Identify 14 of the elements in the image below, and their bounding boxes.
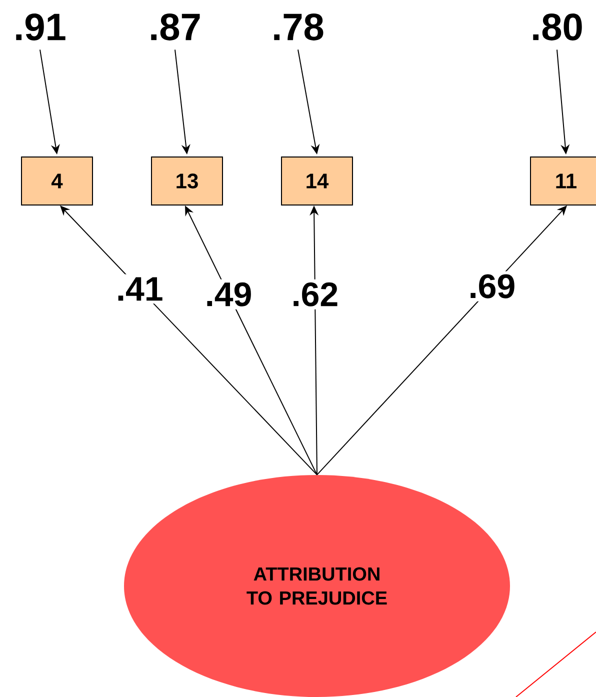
indicator-box: 4 — [21, 156, 93, 206]
indicator-box: 11 — [530, 156, 596, 206]
edge-label: .69 — [465, 271, 519, 302]
error-value: .80 — [533, 14, 582, 40]
arrow — [316, 206, 567, 476]
edge-label: .62 — [288, 279, 342, 310]
error-value: .78 — [274, 14, 324, 40]
edge-label: .41 — [113, 274, 166, 304]
indicator-box: 13 — [151, 156, 223, 206]
error-value: .91 — [16, 14, 66, 40]
edge-label: .49 — [202, 279, 256, 310]
error-value: .87 — [151, 14, 200, 40]
indicator-box: 14 — [281, 156, 353, 206]
arrow — [60, 206, 318, 476]
